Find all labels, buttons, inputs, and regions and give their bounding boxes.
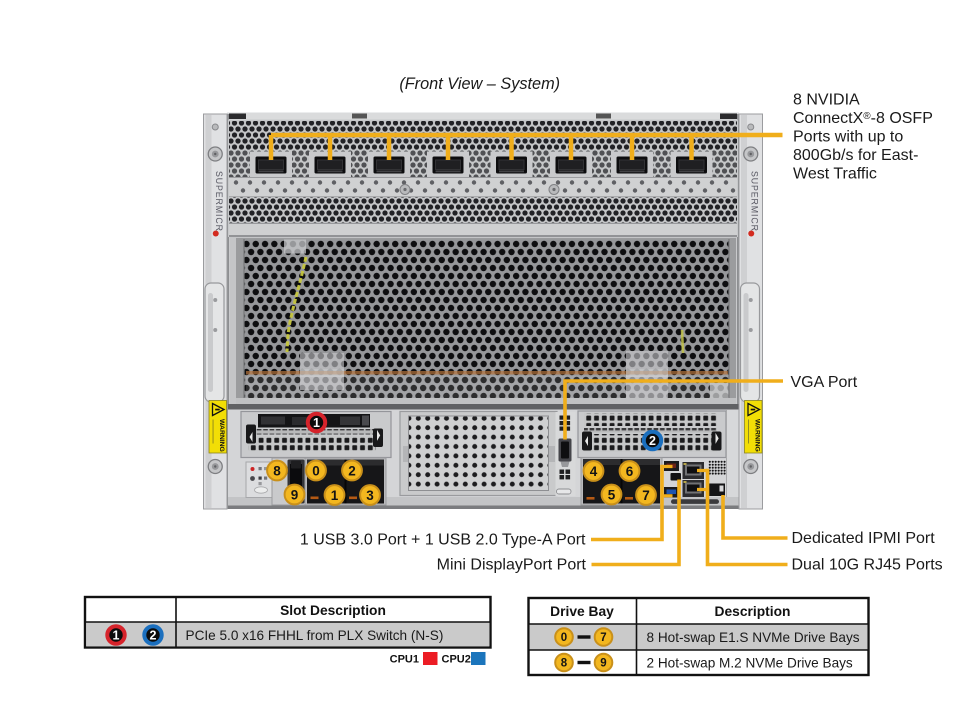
svg-text:0: 0 [561,632,567,644]
svg-text:WARNING: WARNING [218,419,225,452]
svg-text:Mini DisplayPort Port: Mini DisplayPort Port [437,557,587,574]
svg-text:1: 1 [113,629,120,643]
svg-text:2: 2 [348,463,356,478]
svg-text:2: 2 [649,434,656,448]
svg-text:7: 7 [600,632,606,644]
svg-text:Dual 10G RJ45 Ports: Dual 10G RJ45 Ports [792,557,943,574]
svg-text:2: 2 [150,629,157,643]
svg-text:SUPERMICR: SUPERMICR [214,171,224,232]
svg-text:5: 5 [608,487,616,502]
svg-text:Slot Description: Slot Description [280,603,386,618]
svg-text:CPU2: CPU2 [442,654,471,666]
svg-text:4: 4 [590,464,598,479]
svg-text:7: 7 [642,488,650,503]
svg-text:8: 8 [561,658,568,670]
svg-text:West Traffic: West Traffic [793,166,877,183]
svg-text:0: 0 [312,463,320,478]
svg-text:3: 3 [366,488,374,503]
svg-text:SUPERMICR: SUPERMICR [749,171,759,232]
svg-text:PCIe 5.0 x16 FHHL from PLX Swi: PCIe 5.0 x16 FHHL from PLX Switch (N-S) [186,628,444,643]
svg-text:(Front View – System): (Front View – System) [399,75,560,93]
svg-text:Description: Description [715,604,791,619]
svg-text:1 USB 3.0 Port + 1 USB 2.0 Typ: 1 USB 3.0 Port + 1 USB 2.0 Type-A Port [300,532,586,549]
svg-text:9: 9 [600,658,606,670]
svg-text:2 Hot-swap M.2 NVMe Drive Bays: 2 Hot-swap M.2 NVMe Drive Bays [647,656,853,671]
svg-text:Dedicated IPMI Port: Dedicated IPMI Port [792,530,936,547]
svg-text:6: 6 [626,464,634,479]
svg-text:800Gb/s for East-: 800Gb/s for East- [793,147,918,164]
svg-text:9: 9 [291,487,299,502]
svg-text:8: 8 [273,463,281,478]
svg-text:Ports with up to: Ports with up to [793,129,903,146]
svg-text:WARNING: WARNING [754,419,761,452]
svg-text:8 NVIDIA: 8 NVIDIA [793,92,860,109]
svg-text:VGA Port: VGA Port [791,374,858,391]
svg-text:1: 1 [331,488,339,503]
svg-text:1: 1 [313,416,320,430]
svg-text:8 Hot-swap E1.S NVMe Drive Bay: 8 Hot-swap E1.S NVMe Drive Bays [647,630,860,645]
svg-text:CPU1: CPU1 [390,654,419,666]
svg-text:ConnectX®-8 OSFP: ConnectX®-8 OSFP [793,110,933,127]
svg-text:Drive Bay: Drive Bay [550,604,614,619]
